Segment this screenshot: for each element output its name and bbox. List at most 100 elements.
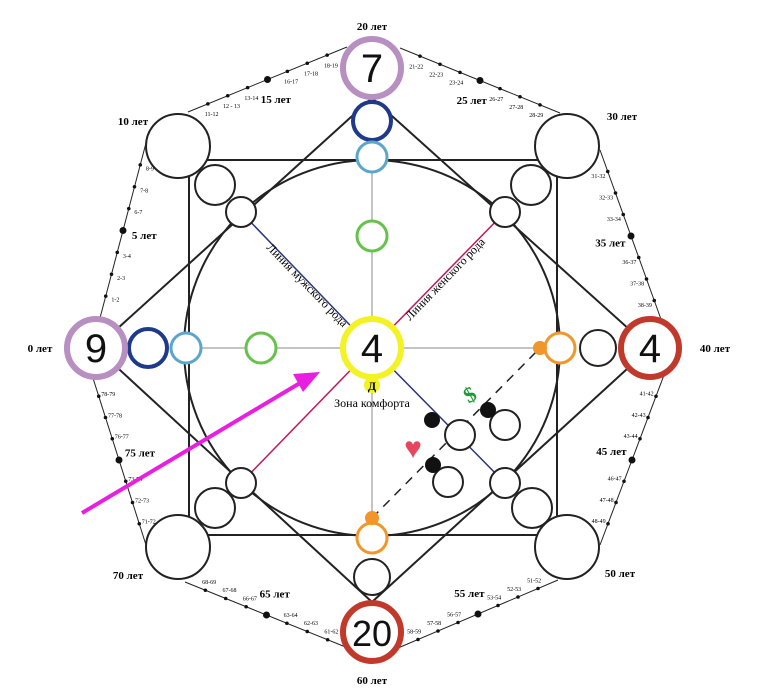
age-minor-label: 41-42 (640, 392, 654, 398)
age-tick (109, 272, 114, 277)
age-tick (244, 604, 248, 609)
age-minor-label: 62-63 (304, 621, 318, 627)
point-center-small-label: Д (368, 379, 377, 393)
age-tick (606, 521, 610, 526)
bottom-white-circle (353, 558, 391, 596)
age-major-label: 25 лет (457, 95, 488, 107)
age-tick (206, 102, 210, 106)
point-top (340, 36, 404, 100)
age-minor-label: 53-54 (487, 595, 501, 601)
age-minor-label: 12 - 13 (223, 104, 240, 110)
point-right-value: 4 (639, 327, 661, 371)
bottom-orange-dot (365, 511, 379, 525)
age-major-label: 75 лет (125, 447, 156, 459)
small-circle-br (489, 467, 521, 499)
age-tick (627, 232, 635, 240)
age-tick (110, 436, 115, 441)
corner-circle-tr (534, 113, 600, 179)
age-milestone-label: 40 лет (700, 343, 731, 355)
age-tick (225, 93, 230, 98)
age-minor-label: 16-17 (284, 80, 298, 86)
age-tick (538, 103, 542, 107)
black-dot-1 (424, 412, 440, 428)
age-minor-label: 21-22 (409, 64, 423, 70)
bottom-orange-circle (355, 521, 389, 555)
age-minor-label: 1-2 (111, 298, 119, 304)
age-minor-label: 28-29 (529, 113, 543, 119)
age-tick (613, 191, 618, 195)
age-minor-label: 57-58 (427, 621, 441, 627)
point-center-small (364, 377, 380, 393)
age-major-label: 65 лет (260, 589, 291, 601)
age-minor-label: 43-44 (624, 434, 638, 440)
point-left (64, 316, 128, 380)
corner-circle-tl (145, 113, 211, 179)
age-minor-label: 32-33 (599, 195, 613, 201)
age-tick (536, 586, 540, 591)
point-center-value: 4 (361, 327, 383, 371)
right-white-circle (579, 329, 617, 367)
age-minor-label: 51-52 (527, 578, 541, 584)
arrow-line (80, 381, 302, 515)
age-major-label: 55 лет (454, 588, 485, 600)
age-minor-label: 47-48 (600, 498, 614, 504)
age-minor-label: 38-39 (638, 303, 652, 309)
age-minor-label: 37-38 (630, 281, 644, 287)
age-tick (458, 70, 462, 75)
age-major-label: 15 лет (261, 94, 292, 106)
right-orange-dot (533, 341, 547, 355)
age-minor-label: 68-69 (202, 580, 216, 586)
point-right (618, 316, 682, 380)
age-minor-label: 31-32 (591, 174, 605, 180)
age-milestone-label: 20 лет (357, 21, 388, 33)
point-left-value: 9 (85, 327, 107, 371)
small-circle-tr (489, 196, 521, 228)
age-minor-label: 46-47 (608, 477, 622, 483)
black-dot-2 (480, 402, 496, 418)
age-milestone-label: 70 лет (113, 570, 144, 582)
left-lightblue-circle (169, 331, 203, 365)
age-tick (325, 637, 330, 642)
age-major-label: 5 лет (132, 230, 157, 242)
age-tick (518, 94, 522, 99)
age-tick (605, 169, 610, 174)
age-tick (285, 621, 289, 626)
age-minor-label: 67-68 (223, 588, 237, 594)
age-tick (416, 637, 420, 642)
arrow-head-icon (293, 372, 320, 392)
age-minor-label: 56-57 (447, 612, 461, 618)
age-tick (436, 629, 440, 633)
point-top-value: 7 (361, 47, 383, 91)
small-circle-tl (225, 196, 257, 228)
age-tick (285, 69, 290, 74)
age-minor-label: 8-9 (146, 166, 154, 172)
age-tick (438, 62, 442, 67)
comfort-zone-label: Зона комфорта (334, 396, 410, 410)
dollar-icon: $ (459, 381, 481, 408)
age-minor-label: 18-19 (324, 63, 338, 69)
age-minor-label: 66-67 (243, 596, 257, 602)
age-minor-label: 63-64 (284, 613, 298, 619)
age-minor-label: 11-12 (205, 112, 219, 118)
age-minor-label: 13-14 (244, 96, 258, 102)
age-minor-label: 22-23 (429, 73, 443, 79)
age-tick (614, 500, 618, 505)
age-milestone-label: 10 лет (118, 116, 149, 128)
age-minor-label: 52-53 (507, 587, 521, 593)
age-tick (305, 61, 310, 66)
age-tick (628, 456, 636, 464)
age-minor-label: 61-62 (324, 629, 338, 635)
age-tick (264, 76, 271, 83)
age-minor-label: 42-43 (632, 413, 646, 419)
age-minor-label: 6-7 (134, 210, 142, 216)
age-minor-label: 36-37 (622, 260, 636, 266)
age-tick (621, 212, 626, 217)
age-tick (115, 456, 123, 464)
age-tick (263, 611, 270, 619)
corner-circle-bl (145, 514, 211, 580)
age-tick (245, 85, 250, 90)
age-tick (137, 521, 142, 526)
